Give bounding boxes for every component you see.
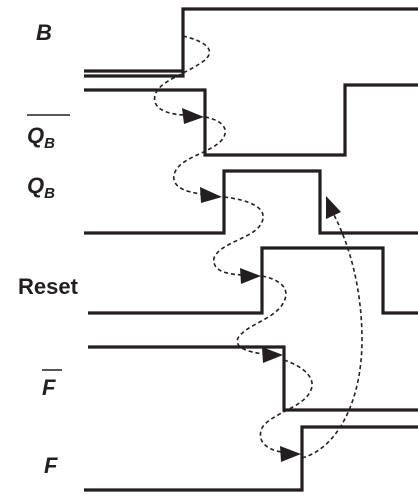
waveform-qb xyxy=(84,169,418,235)
causal-arrow-qb-bar-to-qb-path xyxy=(173,116,226,195)
causal-arrow-f-to-qb-path xyxy=(301,214,363,459)
causal-arrow-qb-to-reset-path xyxy=(213,196,264,276)
causal-arrow-reset-to-f-bar xyxy=(236,275,287,363)
waveform-reset xyxy=(88,246,418,315)
label-qb: QB xyxy=(27,173,55,202)
svg-text:QB: QB xyxy=(27,173,55,202)
waveform-b-trace xyxy=(84,7,418,78)
causal-arrow-reset-to-f-bar-head xyxy=(262,347,283,363)
causal-arrow-qb-to-reset xyxy=(213,196,264,284)
causal-arrow-b-to-qb-bar-path xyxy=(153,35,211,116)
label-qb-subscript: B xyxy=(44,185,55,202)
svg-text:QB: QB xyxy=(27,123,55,152)
waveform-b xyxy=(84,7,418,78)
label-f-bar: F xyxy=(42,369,62,400)
label-b-text: B xyxy=(36,20,52,45)
causal-arrow-f-bar-to-f-head xyxy=(280,446,301,462)
causal-arrow-reset-to-f-bar-path xyxy=(236,275,287,355)
causal-arrow-b-to-qb-bar xyxy=(153,35,211,124)
label-qb-bar: QB xyxy=(27,114,70,152)
causal-arrow-f-bar-to-f xyxy=(259,359,313,462)
label-qb-bar-subscript: B xyxy=(44,135,55,152)
causal-arrow-b-to-qb-bar-head xyxy=(182,108,204,124)
causal-arrow-f-to-qb-head xyxy=(326,196,341,219)
waveform-f xyxy=(84,425,418,492)
label-f-text: F xyxy=(44,453,58,478)
causal-arrow-qb-bar-to-qb-head xyxy=(200,187,222,203)
causal-arrow-qb-bar-to-qb xyxy=(173,116,226,203)
waveform-f-bar xyxy=(88,345,418,412)
causal-arrow-f-bar-to-f-path xyxy=(259,359,313,453)
causal-arrow-qb-to-reset-head xyxy=(240,268,261,284)
label-f: F xyxy=(44,453,58,478)
causal-arrow-f-to-qb xyxy=(301,196,363,459)
label-qb-main: Q xyxy=(27,173,44,198)
label-reset-text: Reset xyxy=(18,274,79,299)
label-qb-bar-main: Q xyxy=(27,123,44,148)
label-f-bar-text: F xyxy=(42,375,56,400)
label-b: B xyxy=(36,20,52,45)
waveform-qb-bar xyxy=(84,83,418,157)
label-reset: Reset xyxy=(18,274,79,299)
